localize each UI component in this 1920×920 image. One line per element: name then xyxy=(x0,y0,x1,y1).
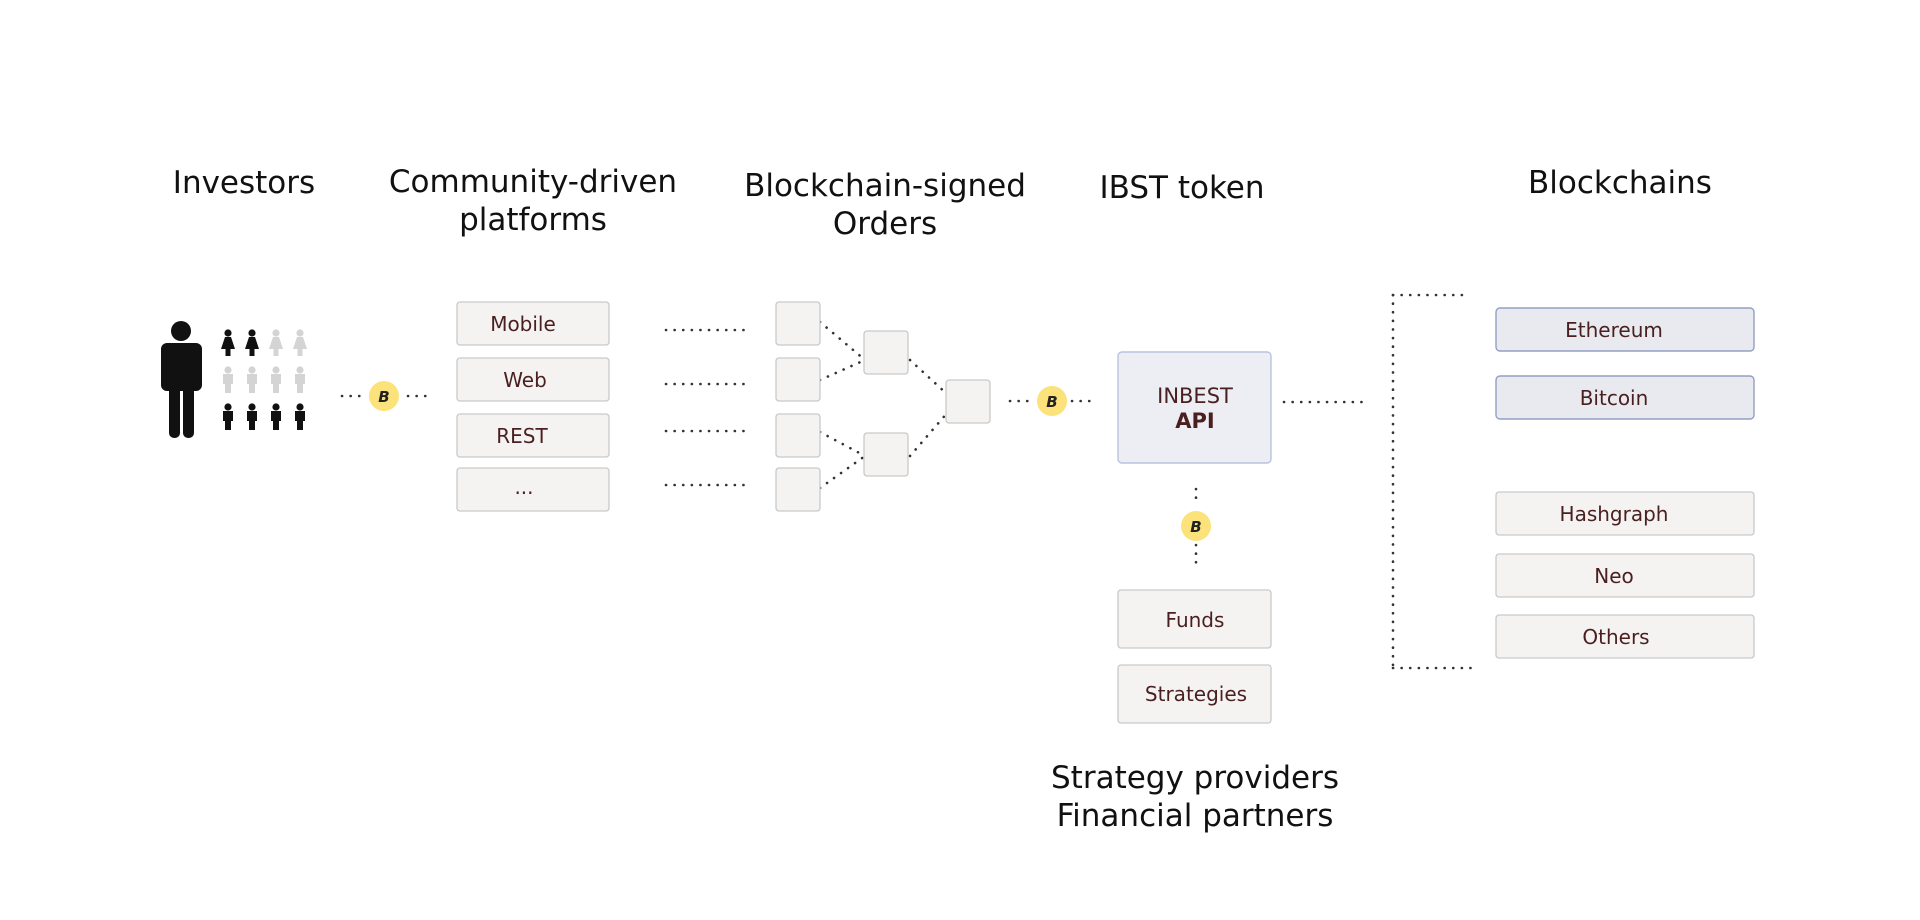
ibst-token-icon: B xyxy=(369,381,399,411)
order-square xyxy=(775,357,821,402)
order-tree xyxy=(775,301,991,512)
partner-box-funds: Funds xyxy=(1117,589,1272,649)
api-label-line2: API xyxy=(1175,409,1214,433)
people-group-icon xyxy=(221,329,307,430)
title-orders-line2: Orders xyxy=(833,206,937,242)
api-label-line1: INBEST xyxy=(1157,384,1233,408)
title-orders-line1: Blockchain-signed xyxy=(744,168,1026,204)
platform-box-web: Web xyxy=(456,357,610,402)
partner-label-funds: Funds xyxy=(1166,608,1225,632)
order-square xyxy=(775,413,821,458)
blockchain-label-ethereum: Ethereum xyxy=(1565,318,1663,342)
partner-label-strategies: Strategies xyxy=(1145,682,1247,706)
blockchain-label-bitcoin: Bitcoin xyxy=(1580,386,1649,410)
order-square xyxy=(775,301,821,346)
connector-api-blockchains xyxy=(1282,293,1476,670)
title-platforms-line1: Community-driven xyxy=(389,164,677,200)
svg-text:B: B xyxy=(1190,518,1201,536)
title-blockchains: Blockchains xyxy=(1528,165,1712,201)
blockchain-box-hashgraph: Hashgraph xyxy=(1495,491,1755,536)
blockchain-label-others: Others xyxy=(1582,625,1649,649)
title-providers-line2: Financial partners xyxy=(1057,798,1334,834)
blockchain-label-neo: Neo xyxy=(1594,564,1634,588)
platform-box-more: ... xyxy=(456,467,610,512)
partner-box-strategies: Strategies xyxy=(1117,664,1272,724)
platform-label-mobile: Mobile xyxy=(490,312,556,336)
title-platforms-line2: platforms xyxy=(459,202,607,238)
blockchain-box-others: Others xyxy=(1495,614,1755,659)
platform-box-mobile: Mobile xyxy=(456,301,610,346)
ibst-token-icon: B xyxy=(1181,511,1211,541)
platform-label-web: Web xyxy=(503,368,547,392)
title-investors: Investors xyxy=(173,165,315,201)
svg-text:B: B xyxy=(378,388,389,406)
order-final-square xyxy=(945,379,991,424)
platform-box-rest: REST xyxy=(456,413,610,458)
order-square xyxy=(775,467,821,512)
platform-label-rest: REST xyxy=(496,424,548,448)
blockchain-box-ethereum: Ethereum xyxy=(1495,307,1755,352)
order-merge-square xyxy=(863,432,909,477)
inbest-api-box: INBEST API xyxy=(1117,351,1272,464)
connector-platforms-orders xyxy=(664,328,752,487)
order-merge-square xyxy=(863,330,909,375)
platform-label-more: ... xyxy=(514,475,533,499)
title-ibst-token: IBST token xyxy=(1099,170,1264,206)
ibst-token-icon: B xyxy=(1037,386,1067,416)
blockchain-box-neo: Neo xyxy=(1495,553,1755,598)
blockchain-box-bitcoin: Bitcoin xyxy=(1495,375,1755,420)
blockchain-label-hashgraph: Hashgraph xyxy=(1560,502,1669,526)
svg-text:B: B xyxy=(1046,393,1057,411)
person-icon xyxy=(161,321,202,438)
title-providers-line1: Strategy providers xyxy=(1051,760,1339,796)
